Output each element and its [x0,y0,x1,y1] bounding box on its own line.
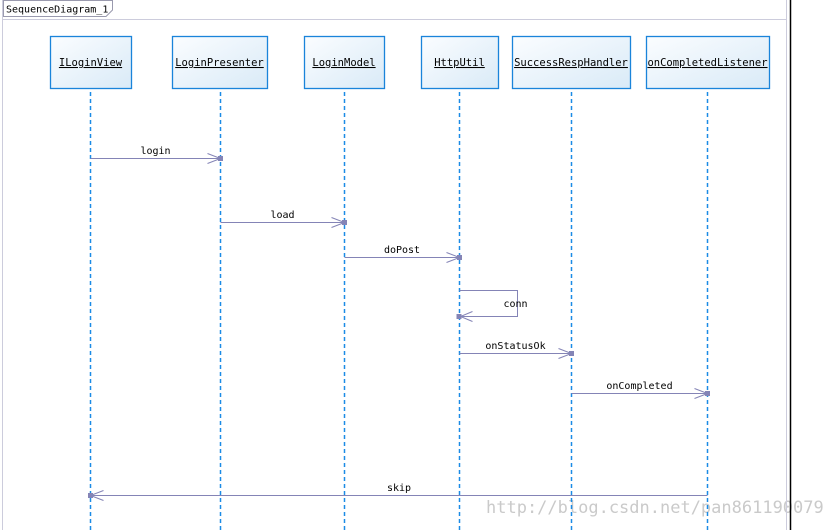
participant-label-LoginPresenter: LoginPresenter [175,57,264,69]
message-line-conn[interactable] [459,290,518,317]
participants-layer: ILoginView LoginPresenter LoginModel HttpUt… [49,35,771,530]
participant-box-HttpUtil[interactable] [420,35,500,90]
diagram-frame-tab[interactable]: SequenceDiagram_1 [3,0,113,17]
participant-box-LoginPresenter[interactable] [171,35,269,90]
message-arrow-square [457,255,462,260]
message-onCompleted: onCompleted [571,381,710,399]
participant-ILoginView: ILoginView [49,35,133,530]
message-arrow-square [569,351,574,356]
message-label-doPost[interactable]: doPost [384,245,420,256]
watermark-text: http://blog.csdn.net/pan861190079 [486,498,824,518]
participant-label-SuccessRespHandler: SuccessRespHandler [514,57,628,69]
message-doPost: doPost [344,245,462,263]
participant-HttpUtil: HttpUtil [420,35,500,530]
participant-label-onCompletedListener: onCompletedListener [647,57,767,69]
participant-label-LoginModel: LoginModel [312,57,375,69]
participant-LoginModel: LoginModel [303,35,386,530]
frame-tab-shape[interactable] [3,0,113,17]
participant-box-ILoginView[interactable] [49,35,133,90]
message-arrow-square [705,391,710,396]
message-label-conn[interactable]: conn [503,299,527,310]
message-skip: skip [88,483,708,501]
participant-label-ILoginView: ILoginView [59,57,123,69]
message-label-login[interactable]: login [140,146,170,157]
participant-label-HttpUtil: HttpUtil [434,57,485,69]
message-label-skip[interactable]: skip [387,483,411,494]
message-arrow-square [218,156,223,161]
participant-box-onCompletedListener[interactable] [645,35,771,90]
participant-box-SuccessRespHandler[interactable] [511,35,632,90]
message-conn: conn [456,290,528,322]
message-label-onStatusOk[interactable]: onStatusOk [485,341,545,352]
participant-box-LoginModel[interactable] [303,35,386,90]
frame-tab-title: SequenceDiagram_1 [6,5,108,16]
message-arrow-square [88,493,93,498]
message-login: login [90,146,223,164]
participant-LoginPresenter: LoginPresenter [171,35,269,530]
message-label-load[interactable]: load [270,210,294,221]
message-load: load [220,210,347,228]
participant-onCompletedListener: onCompletedListener [645,35,771,530]
message-arrow-square [342,220,347,225]
message-arrow-square [456,314,462,319]
messages-layer: login load doPost conn onStatusOk onCompleted… [88,146,710,501]
message-label-onCompleted[interactable]: onCompleted [606,381,672,392]
message-onStatusOk: onStatusOk [459,341,574,359]
participant-SuccessRespHandler: SuccessRespHandler [511,35,632,530]
